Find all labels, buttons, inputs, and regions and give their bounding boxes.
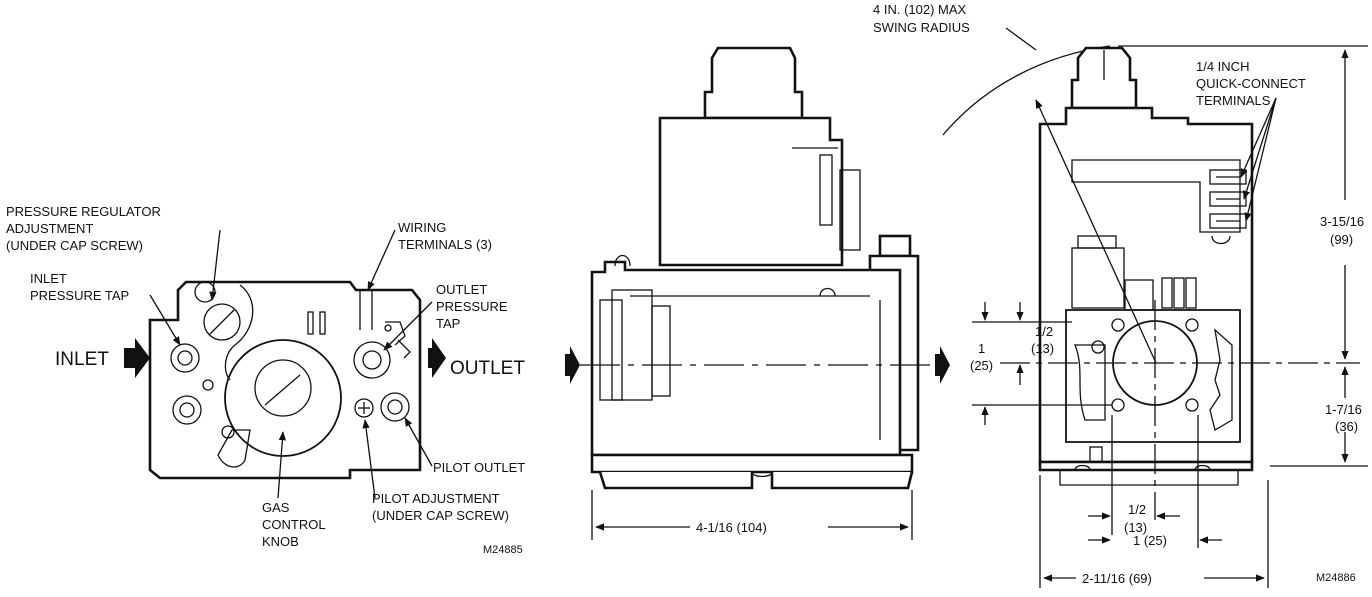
side-view-drawing <box>565 46 950 540</box>
label-inlet-pressure-tap: INLET PRESSURE TAP <box>30 271 129 303</box>
label-wiring-terminals: WIRING TERMINALS (3) <box>398 220 492 252</box>
label-quick-connect-terminals: 1/4 INCH QUICK-CONNECT TERMINALS <box>1196 59 1309 108</box>
dim-height-bottom: 1-7/16 (36) <box>1325 402 1366 434</box>
label-outlet: OUTLET <box>450 358 525 379</box>
label-gas-control-knob: GAS CONTROL KNOB <box>262 500 329 549</box>
label-pressure-regulator: PRESSURE REGULATOR ADJUSTMENT (UNDER CAP… <box>6 204 164 253</box>
dim-one-vertical: 1 (25) <box>970 341 993 373</box>
figure-code-right: M24886 <box>1316 572 1356 584</box>
label-outlet-pressure-tap: OUTLET PRESSURE TAP <box>436 282 511 331</box>
dim-height-top: 3-15/16 (99) <box>1320 214 1368 247</box>
front-view-drawing <box>942 27 1368 588</box>
top-view-drawing <box>124 229 446 499</box>
label-inlet: INLET <box>55 349 109 370</box>
dim-one-horizontal: 1 (25) <box>1133 533 1167 548</box>
dim-side-width: 4-1/16 (104) <box>696 520 767 535</box>
label-swing-radius: 4 IN. (102) MAX SWING RADIUS <box>873 2 970 35</box>
dim-half-horizontal: 1/2 (13) <box>1124 502 1150 535</box>
label-pilot-adjustment: PILOT ADJUSTMENT (UNDER CAP SCREW) <box>372 491 509 523</box>
label-pilot-outlet: PILOT OUTLET <box>433 460 525 475</box>
dim-half-vertical: 1/2 (13) <box>1031 324 1057 356</box>
dim-front-width: 2-11/16 (69) <box>1082 571 1152 586</box>
figure-code-left: M24885 <box>483 544 523 556</box>
